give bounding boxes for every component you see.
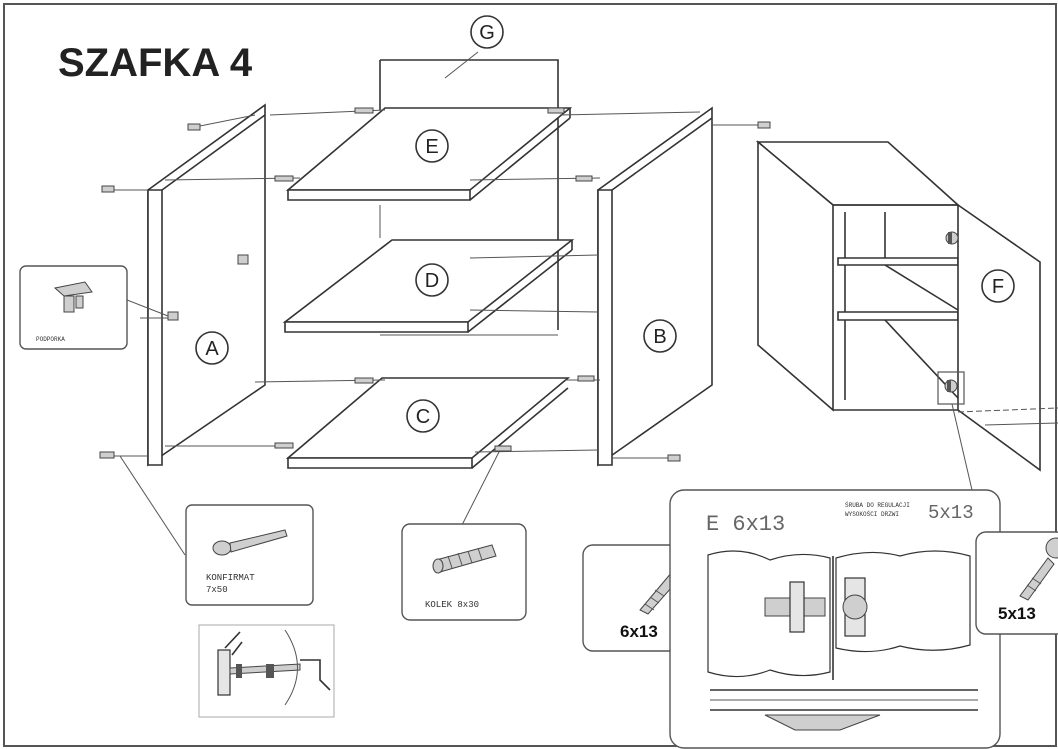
svg-text:B: B — [653, 326, 666, 348]
hinge-detail: E 6x13 ŚRUBA DO REGULACJI WYSOKOŚCI DRZW… — [669, 489, 1001, 749]
podporka-callout: PODPORKA — [19, 265, 169, 350]
hinge-top — [945, 231, 959, 245]
panel-a — [147, 103, 266, 467]
konfirmat-label-line2: 7x50 — [206, 585, 228, 595]
part-label-a: A — [195, 331, 229, 365]
exploded-cabinet: G E D C A B — [99, 15, 771, 556]
svg-text:C: C — [416, 406, 430, 428]
kolek-callout: KOLEK 8x30 — [401, 523, 527, 621]
hinge-note-line1: ŚRUBA DO REGULACJI — [845, 502, 910, 509]
svg-text:D: D — [425, 270, 439, 292]
part-label-c: C — [406, 399, 440, 433]
assembled-cabinet: F — [755, 140, 1058, 491]
part-label-d: D — [415, 263, 449, 297]
diagram-title: SZAFKA 4 — [58, 41, 253, 85]
diagram-frame — [3, 3, 1057, 747]
svg-text:F: F — [992, 276, 1004, 298]
hardware-marks — [99, 107, 771, 462]
konfirmat-label-line1: KONFIRMAT — [206, 573, 255, 583]
door-f — [957, 203, 1041, 472]
screw-5x13-label: 5x13 — [998, 604, 1036, 623]
hinge-left-code: E 6x13 — [706, 512, 785, 537]
svg-text:A: A — [205, 338, 219, 360]
svg-text:E: E — [425, 136, 438, 158]
hinge-right-code: 5x13 — [928, 502, 974, 524]
assembly-guide-lines — [105, 109, 768, 556]
screw-6x13-label: 6x13 — [620, 622, 658, 641]
svg-text:G: G — [479, 22, 495, 44]
part-label-f: F — [981, 269, 1015, 303]
kolek-label: KOLEK 8x30 — [425, 600, 479, 610]
part-label-e: E — [415, 129, 449, 163]
konfirmat-detail — [198, 624, 335, 718]
panel-b — [597, 106, 713, 467]
podporka-label: PODPORKA — [36, 336, 65, 343]
hinge-note-line2: WYSOKOŚCI DRZWI — [845, 511, 899, 518]
konfirmat-callout: KONFIRMAT 7x50 — [185, 504, 314, 606]
screw-5x13-callout: 5x13 — [975, 531, 1058, 635]
hinge-bottom — [937, 371, 965, 405]
part-label-g: G — [470, 15, 504, 49]
part-label-b: B — [643, 319, 677, 353]
